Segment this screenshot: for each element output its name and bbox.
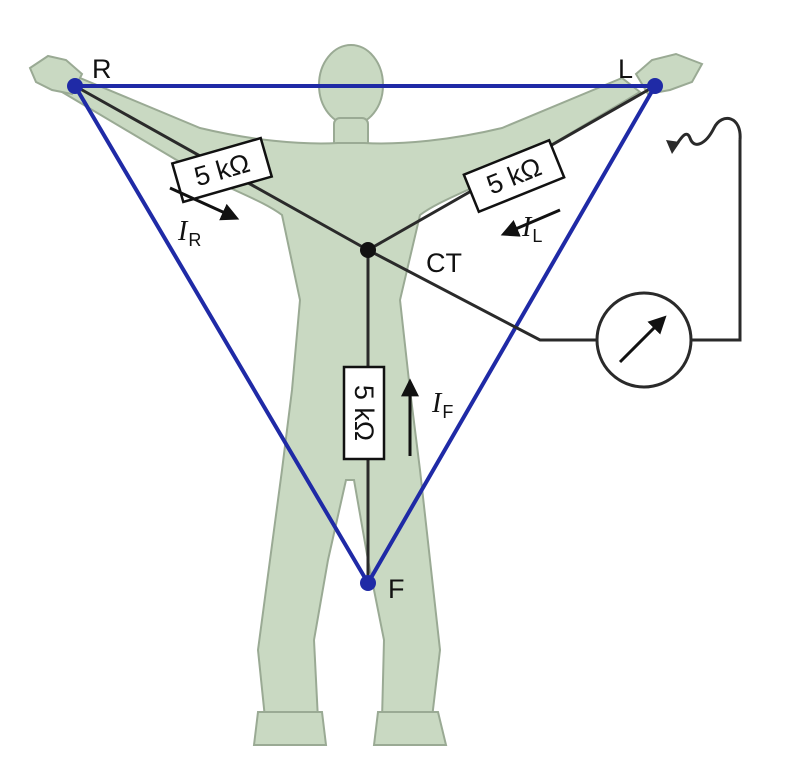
current-label-foot: IF	[431, 388, 453, 422]
electrode-l-label: L	[618, 54, 633, 84]
central-terminal-node	[360, 242, 376, 258]
electrode-l-node	[647, 78, 663, 94]
lead-line-r-f	[73, 84, 370, 585]
einthoven-triangle	[73, 84, 657, 585]
right-foot-shape	[252, 711, 328, 746]
resistor-foot-box	[342, 365, 386, 461]
electrode-r-label: R	[92, 54, 112, 84]
resistor-left-box	[462, 138, 566, 214]
central-terminal-label: CT	[426, 248, 462, 278]
lead-line-l-f	[366, 84, 657, 585]
current-label-left: IL	[521, 212, 542, 246]
resistor-foot-label: 5 kΩ	[349, 385, 379, 441]
wire-ct-to-meter	[367, 248, 596, 342]
current-arrow-right	[169, 186, 240, 221]
current-label-right: IR	[177, 216, 201, 250]
left-foot-shape	[372, 711, 448, 746]
resistor-right-box	[170, 136, 274, 204]
galvanometer-icon	[595, 291, 693, 389]
resistor-foot: 5 kΩ	[342, 365, 386, 461]
resistor-right: 5 kΩ	[170, 136, 274, 204]
probe-tip-icon	[666, 140, 680, 154]
wire-meter-to-probe	[692, 140, 742, 342]
galvanometer-needle	[618, 315, 667, 364]
electrode-f-label: F	[388, 574, 405, 604]
probe-lead-icon	[672, 116, 742, 149]
current-arrow-left	[500, 208, 561, 237]
electrode-f-node	[360, 575, 376, 591]
electrode-r-node	[67, 78, 83, 94]
